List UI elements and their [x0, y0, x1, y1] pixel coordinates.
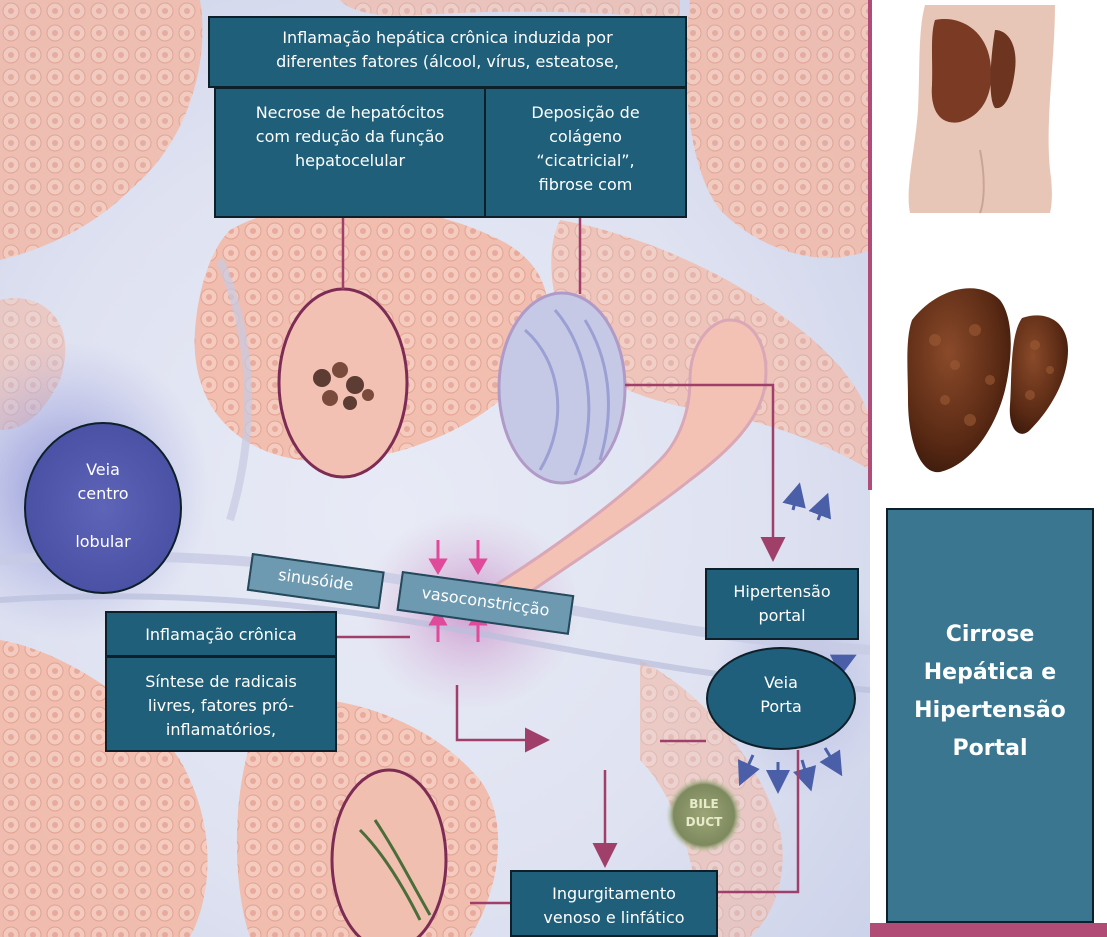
box-text-line: venoso e linfático	[512, 906, 716, 930]
diagram-title-panel: Cirrose Hepática e Hipertensão Portal	[886, 508, 1094, 923]
venous-lymphatic-engorgement-box: Ingurgitamento venoso e linfático	[510, 870, 718, 937]
chronic-liver-inflammation-box: Inflamação hepática crônica induzida por…	[208, 16, 687, 88]
box-text-line: portal	[707, 604, 857, 628]
title-line: Cirrose	[888, 616, 1092, 654]
portal-vein-label: Veia Porta	[706, 647, 856, 750]
oval-text-line: Veia	[26, 458, 180, 482]
oval-text-line: Veia	[708, 671, 854, 695]
torso-with-liver-illustration	[909, 5, 1055, 213]
box-text-line: Inflamação hepática crônica induzida por	[210, 26, 685, 50]
box-text-line: Deposição de	[486, 101, 685, 125]
box-text-line: Ingurgitamento	[512, 882, 716, 906]
portal-hypertension-box: Hipertensão portal	[705, 568, 859, 640]
oval-spacer	[26, 506, 180, 530]
title-line: Portal	[888, 730, 1092, 768]
box-text-line: Hipertensão	[707, 580, 857, 604]
box-text-line: colágeno	[486, 125, 685, 149]
box-text-line: livres, fatores pró-	[107, 694, 335, 718]
central-lobular-vein-label: Veia centro lobular	[24, 422, 182, 594]
free-radical-synthesis-box: Síntese de radicais livres, fatores pró-…	[105, 656, 337, 752]
box-text-line: fibrose com	[486, 173, 685, 197]
hepatocyte-necrosis-box: Necrose de hepatócitos com redução da fu…	[214, 87, 486, 218]
box-text-line: Síntese de radicais	[107, 670, 335, 694]
box-text-line: com redução da função	[216, 125, 484, 149]
box-text-line: Inflamação crônica	[107, 623, 335, 647]
bile-duct-label-line-2: DUCT	[686, 815, 724, 829]
chronic-inflammation-box: Inflamação crônica	[105, 611, 337, 657]
box-text-line: diferentes fatores (álcool, vírus, estea…	[210, 50, 685, 74]
box-text-line: hepatocelular	[216, 149, 484, 173]
bile-duct-label-line-1: BILE	[689, 797, 718, 811]
title-line: Hepática e	[888, 654, 1092, 692]
oval-text-line: centro	[26, 482, 180, 506]
box-text-line: “cicatricial”,	[486, 149, 685, 173]
title-line: Hipertensão	[888, 692, 1092, 730]
collagen-deposition-box: Deposição de colágeno “cicatricial”, fib…	[484, 87, 687, 218]
oval-text-line: lobular	[26, 530, 180, 554]
box-text-line: inflamatórios,	[107, 718, 335, 742]
box-text-line: Necrose de hepatócitos	[216, 101, 484, 125]
oval-text-line: Porta	[708, 695, 854, 719]
